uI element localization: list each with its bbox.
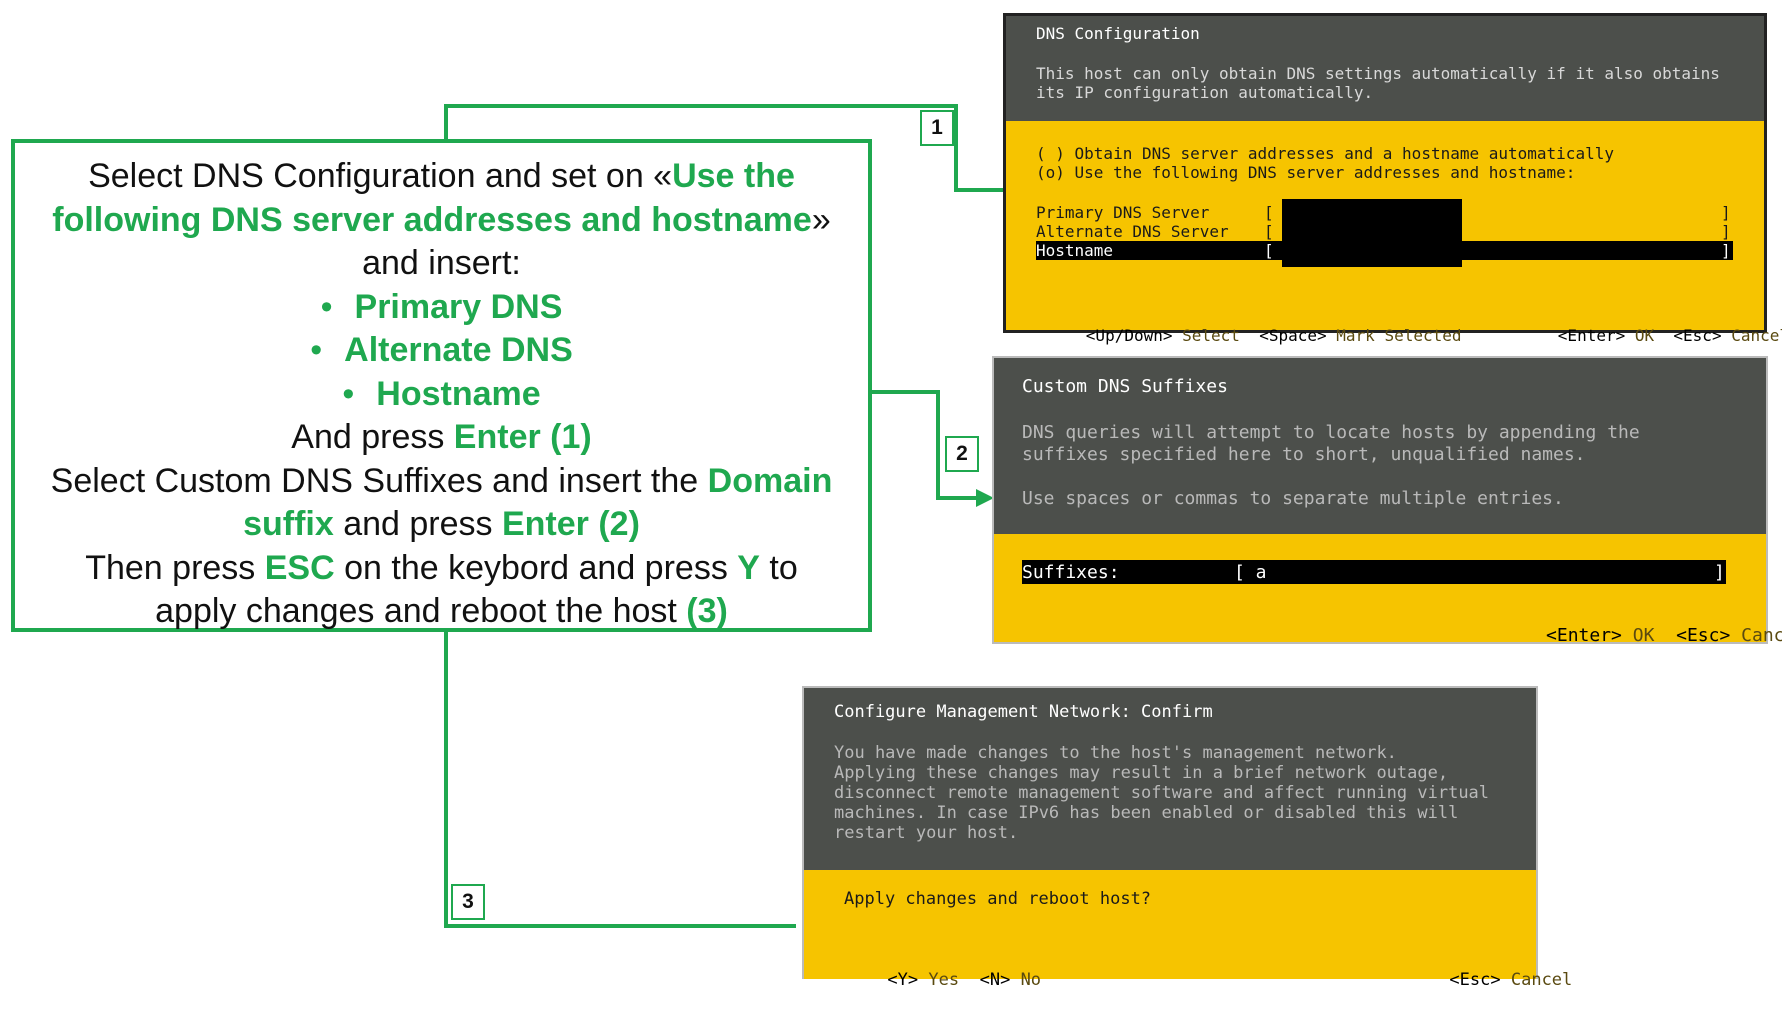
confirm-panel: Configure Management Network: Confirm Yo… (802, 686, 1572, 990)
connector-1 (444, 104, 448, 140)
connector-2 (870, 390, 940, 394)
key-space[interactable]: <Space> (1259, 326, 1327, 345)
dns-config-title: DNS Configuration (1036, 24, 1200, 43)
key-y-yes[interactable]: <Y> (887, 970, 919, 990)
suffixes-value: [ a (1234, 562, 1267, 583)
suffixes-label: Suffixes: (1022, 562, 1120, 583)
connector-3 (444, 630, 448, 928)
confirm-question: Apply changes and reboot host? (844, 889, 1152, 909)
key-esc-cancel[interactable]: <Esc> (1673, 326, 1722, 345)
dns-configuration-panel: DNS Configuration This host can only obt… (1003, 13, 1782, 345)
bullet-hostname: •Hostname (342, 374, 541, 413)
custom-dns-suffixes-panel: Custom DNS Suffixes DNS queries will att… (992, 356, 1782, 646)
confirm-title: Configure Management Network: Confirm (834, 702, 1213, 722)
key-esc-cancel-suffix[interactable]: <Esc> (1676, 625, 1731, 646)
alternate-dns-close: ] (1721, 222, 1731, 241)
suffixes-close: ] (1714, 562, 1725, 583)
alternate-dns-open: [ (1264, 222, 1274, 241)
step-1-badge: 1 (920, 110, 954, 146)
key-esc-cancel-confirm[interactable]: <Esc> (1449, 970, 1501, 990)
alternate-dns-label: Alternate DNS Server (1036, 222, 1229, 241)
option-use-following-dns[interactable]: (o) Use the following DNS server address… (1036, 163, 1576, 182)
bullet-alternate-dns: •Alternate DNS (310, 331, 573, 369)
arrow-2 (976, 489, 994, 507)
step-3-badge: 3 (451, 884, 485, 920)
primary-dns-open: [ (1264, 203, 1274, 222)
key-up-down[interactable]: <Up/Down> (1085, 326, 1173, 345)
instruction-box: Select DNS Configuration and set on «Use… (11, 139, 872, 632)
step-2-badge: 2 (945, 436, 979, 472)
primary-dns-close: ] (1721, 203, 1731, 222)
hostname-label: Hostname (1036, 241, 1114, 260)
redacted-values (1282, 199, 1462, 267)
instruction-text: Select DNS Configuration and set on «Use… (15, 155, 868, 634)
hostname-open: [ (1264, 241, 1274, 260)
bullet-primary-dns: •Primary DNS (320, 287, 563, 326)
key-enter-ok-suffix[interactable]: <Enter> (1546, 625, 1622, 646)
key-n-no[interactable]: <N> (979, 970, 1011, 990)
key-enter-ok[interactable]: <Enter> (1557, 326, 1626, 345)
dns-suffix-title: Custom DNS Suffixes (1022, 376, 1228, 397)
suffixes-field[interactable] (1022, 560, 1726, 584)
option-obtain-automatically[interactable]: ( ) Obtain DNS server addresses and a ho… (1036, 144, 1614, 163)
hostname-close: ] (1721, 241, 1731, 260)
primary-dns-label: Primary DNS Server (1036, 203, 1210, 222)
